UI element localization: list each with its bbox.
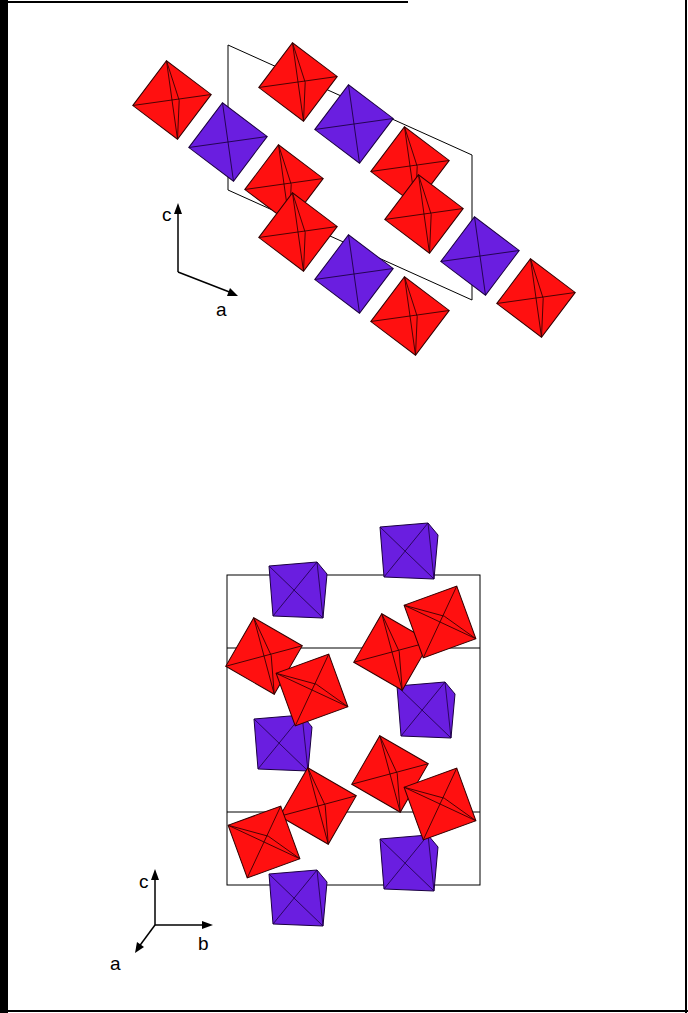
axis-label: c <box>139 872 149 891</box>
axis-label: a <box>216 300 227 319</box>
axis-label: c <box>162 205 172 224</box>
axis-label: a <box>110 954 121 973</box>
axis-label: b <box>198 934 209 953</box>
